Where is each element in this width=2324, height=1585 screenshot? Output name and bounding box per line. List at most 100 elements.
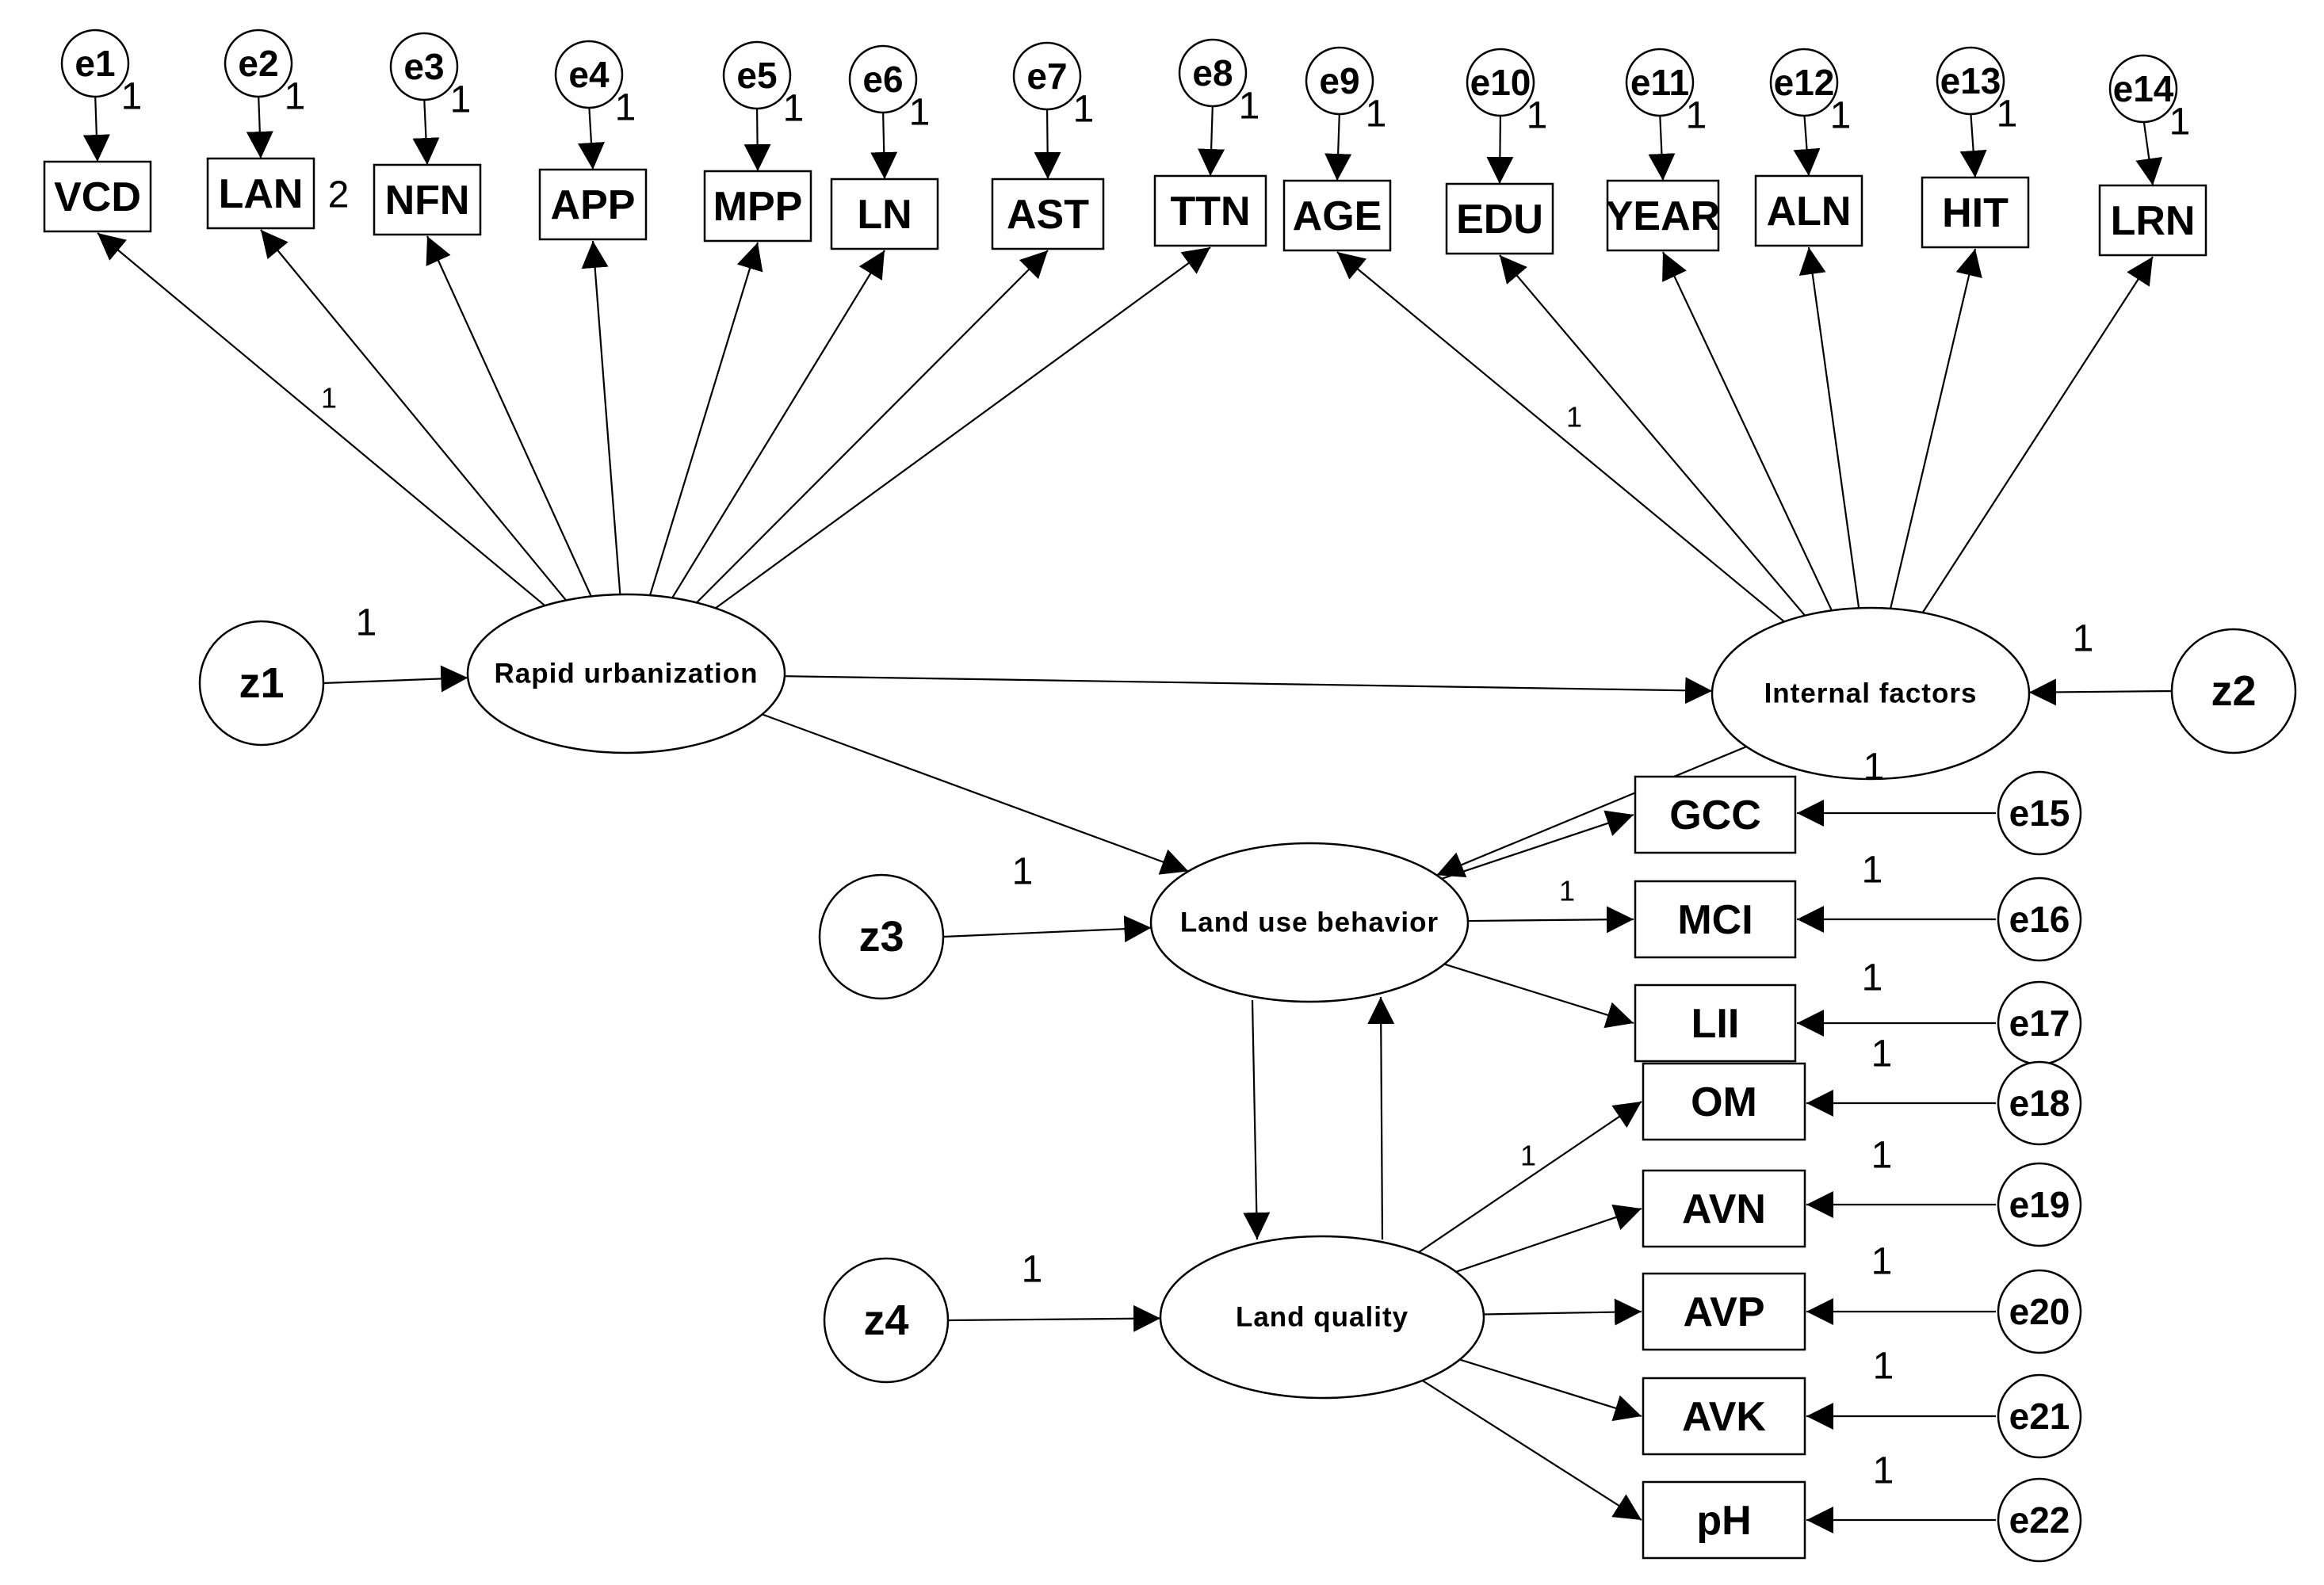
indicator-aln-label: ALN xyxy=(1767,189,1852,235)
indicator-om-box xyxy=(1642,1062,1806,1141)
indicator-app-box xyxy=(538,168,648,241)
indicator-om-label: OM xyxy=(1691,1079,1757,1125)
error-e19-label: e19 xyxy=(2009,1184,2070,1225)
error-e3-label: e3 xyxy=(403,46,444,87)
latent-land-quality-ellipse xyxy=(1159,1235,1485,1400)
edge-e8-indicator xyxy=(1198,101,1225,177)
error-e7-circle xyxy=(1012,41,1082,111)
error-e22-circle xyxy=(1997,1477,2082,1563)
error-e15-circle xyxy=(1997,770,2082,856)
indicator-age-label: AGE xyxy=(1293,193,1382,239)
weight-e14: 1 xyxy=(2169,101,2191,143)
latent-rapid-urbanization-label: Rapid urbanization xyxy=(495,659,759,689)
disturbance-z3-circle xyxy=(818,873,945,1000)
edge-e2-indicator xyxy=(246,91,273,159)
edge-if-edu xyxy=(1499,254,1806,617)
edge-e3-indicator xyxy=(412,94,440,166)
indicator-gcc-box xyxy=(1634,775,1797,854)
weight-e11: 1 xyxy=(1686,95,1707,137)
error-e15-label: e15 xyxy=(2009,792,2070,834)
weight-e18: 1 xyxy=(1871,1033,1893,1075)
indicator-avk-label: AVK xyxy=(1682,1394,1766,1440)
indicator-vcd-box xyxy=(43,160,152,233)
error-e8-circle xyxy=(1178,38,1248,108)
edge-ru-if xyxy=(784,675,1713,705)
error-e9-circle xyxy=(1305,46,1374,116)
error-e21-circle xyxy=(1997,1373,2082,1459)
indicator-ttn-box xyxy=(1153,174,1267,247)
indicator-mci-box xyxy=(1634,880,1797,959)
indicator-mci-label: MCI xyxy=(1677,897,1753,943)
indicator-ast-label: AST xyxy=(1007,192,1089,238)
edge-lq-avp xyxy=(1483,1298,1642,1326)
weight-e17: 1 xyxy=(1862,957,1883,999)
error-e3-circle xyxy=(389,32,459,101)
indicator-age-box xyxy=(1282,179,1392,252)
error-e20-circle xyxy=(1997,1269,2082,1354)
weight-e16: 1 xyxy=(1862,850,1883,892)
weight-ru-vcd: 1 xyxy=(321,382,337,414)
edge-if-aln xyxy=(1798,246,1860,609)
error-e10-circle xyxy=(1466,48,1535,117)
error-e6-label: e6 xyxy=(862,59,903,100)
weight-e4: 1 xyxy=(615,87,636,129)
edge-lub-mci xyxy=(1467,906,1634,934)
indicator-avn-label: AVN xyxy=(1682,1186,1766,1232)
indicator-lrn-box xyxy=(2098,184,2207,257)
error-e1-circle xyxy=(60,29,130,98)
error-e19-circle xyxy=(1997,1162,2082,1247)
latent-land-quality-label: Land quality xyxy=(1236,1302,1409,1333)
edge-e12-indicator xyxy=(1793,110,1821,177)
edge-if-lrn xyxy=(1921,256,2154,613)
edge-e14-indicator xyxy=(2135,116,2163,186)
error-e22-label: e22 xyxy=(2009,1499,2070,1541)
latent-land-use-behavior-ellipse xyxy=(1149,842,1470,1003)
weight-lq-om: 1 xyxy=(1520,1140,1536,1172)
nodes-layer xyxy=(43,29,2297,1563)
error-e1-label: e1 xyxy=(75,43,115,84)
disturbance-z3-label: z3 xyxy=(858,913,904,961)
indicator-avn-box xyxy=(1642,1169,1806,1248)
error-e13-circle xyxy=(1936,46,2005,116)
error-e11-circle xyxy=(1625,48,1695,117)
weight-lub-mci: 1 xyxy=(1559,875,1575,907)
weight-z1: 1 xyxy=(356,602,377,644)
edge-if-hit xyxy=(1890,248,1982,609)
edge-z2-latent xyxy=(2028,678,2173,706)
edge-e1-indicator xyxy=(82,91,110,162)
edges-layer xyxy=(82,91,2173,1533)
error-e14-circle xyxy=(2108,54,2178,124)
indicator-app-label: APP xyxy=(551,182,636,228)
latent-land-use-behavior-label: Land use behavior xyxy=(1180,907,1439,938)
edge-e5-indicator xyxy=(743,103,771,172)
weight-e2: 1 xyxy=(285,76,306,118)
edge-ru-vcd xyxy=(97,232,546,607)
error-e4-label: e4 xyxy=(568,54,610,95)
weight-z2: 1 xyxy=(2073,618,2094,660)
error-e10-label: e10 xyxy=(1470,62,1531,103)
weight-e13: 1 xyxy=(1997,94,2018,136)
weight-e5: 1 xyxy=(783,88,805,130)
disturbance-z1-label: z1 xyxy=(239,659,284,707)
error-e7-label: e7 xyxy=(1026,55,1067,97)
disturbance-z2-circle xyxy=(2170,628,2297,754)
latent-internal-factors-label: Internal factors xyxy=(1764,678,1978,709)
weight-e1: 1 xyxy=(121,76,143,118)
edge-lq-avn xyxy=(1455,1204,1642,1273)
indicator-gcc-label: GCC xyxy=(1669,792,1761,838)
indicator-ttn-label: TTN xyxy=(1170,189,1250,235)
indicator-ln-label: LN xyxy=(857,192,912,238)
indicator-lan-label: LAN xyxy=(219,171,304,217)
edge-if-age xyxy=(1336,251,1785,623)
disturbance-z1-circle xyxy=(198,620,325,747)
latent-rapid-urbanization-ellipse xyxy=(466,593,786,754)
weight-e19: 1 xyxy=(1871,1135,1893,1177)
error-e21-label: e21 xyxy=(2009,1396,2070,1437)
disturbance-z2-label: z2 xyxy=(2211,667,2256,715)
indicator-avk-box xyxy=(1642,1377,1806,1456)
edge-e9-indicator xyxy=(1324,109,1352,181)
error-e16-circle xyxy=(1997,877,2082,962)
indicator-year-label: YEAR xyxy=(1606,193,1720,239)
weight-e9: 1 xyxy=(1366,94,1387,136)
